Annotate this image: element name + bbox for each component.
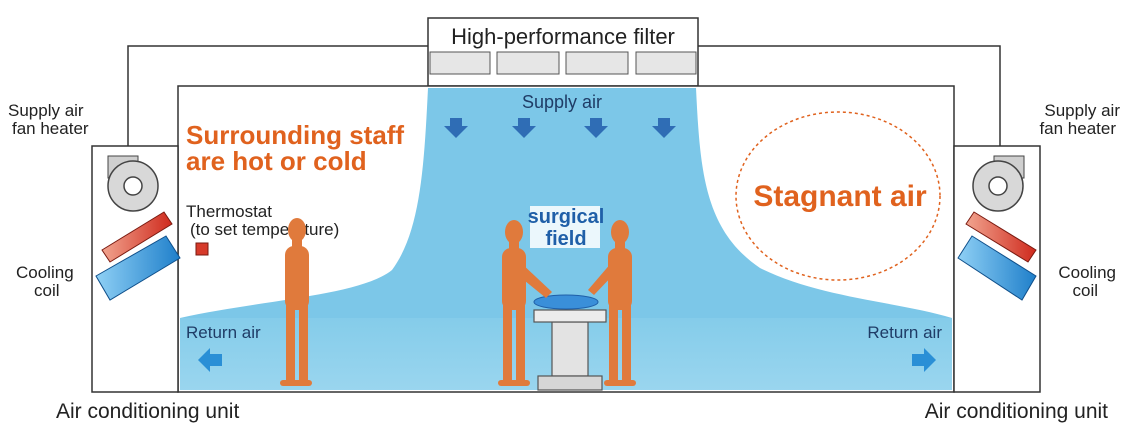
filter-panel	[429, 51, 491, 75]
staff-figure-left	[280, 218, 312, 386]
right-heater-icon	[965, 211, 1037, 263]
surrounding-staff-line2: are hot or cold	[186, 146, 367, 176]
left-fan-label-line2: fan heater	[12, 119, 89, 138]
thermostat-sub-label: (to set temperature)	[190, 220, 339, 239]
supply-air-arrow	[444, 118, 468, 138]
surgeon-figure-right	[588, 220, 636, 386]
surgical-field: surgical field	[528, 206, 605, 250]
duct-lines	[127, 45, 1001, 146]
surgeon-figure-left	[498, 220, 552, 386]
stagnant-air-label: Stagnant air	[753, 180, 927, 213]
thermostat-label: Thermostat	[186, 202, 272, 221]
left-fan-heater-icon	[107, 155, 159, 212]
filter-panel	[565, 51, 629, 75]
supply-air-arrow	[512, 118, 536, 138]
thermostat-icon	[195, 242, 209, 256]
supply-air-arrow	[652, 118, 676, 138]
right-coil-label-line1: Cooling	[1058, 263, 1116, 282]
high-performance-filter: High-performance filter	[427, 17, 699, 87]
right-fan-heater-icon	[972, 155, 1025, 212]
left-fan-label-line1: Supply air	[8, 101, 84, 120]
right-unit-label: Air conditioning unit	[925, 400, 1108, 423]
stagnant-air-region	[735, 111, 941, 281]
right-cooling-coil-icon	[957, 235, 1037, 301]
surgical-field-line2: field	[545, 228, 586, 250]
surrounding-staff-line1: Surrounding staff	[186, 120, 404, 150]
right-fan-label-line1: Supply air	[1044, 101, 1120, 120]
surgical-field-line1: surgical	[528, 206, 605, 228]
return-air-right-label: Return air	[867, 323, 942, 342]
return-air-right-arrow	[912, 348, 936, 372]
left-coil-label-line2: coil	[34, 281, 60, 300]
left-cooling-coil-icon	[95, 235, 181, 301]
filter-panel	[496, 51, 560, 75]
filter-panel	[635, 51, 697, 75]
left-heater-icon	[101, 211, 173, 263]
filter-label: High-performance filter	[451, 24, 675, 49]
operating-table	[533, 294, 607, 391]
right-coil-label-line2: coil	[1072, 281, 1098, 300]
left-coil-label-line1: Cooling	[16, 263, 74, 282]
left-unit-label: Air conditioning unit	[56, 400, 239, 423]
supply-air-arrows	[444, 118, 676, 138]
right-air-conditioning-unit	[953, 145, 1041, 393]
left-air-conditioning-unit	[91, 145, 181, 393]
supply-air-arrow	[584, 118, 608, 138]
right-fan-label-line2: fan heater	[1039, 119, 1116, 138]
return-air-left-label: Return air	[186, 323, 261, 342]
supply-air-label: Supply air	[522, 92, 602, 112]
return-air-left-arrow	[198, 348, 222, 372]
